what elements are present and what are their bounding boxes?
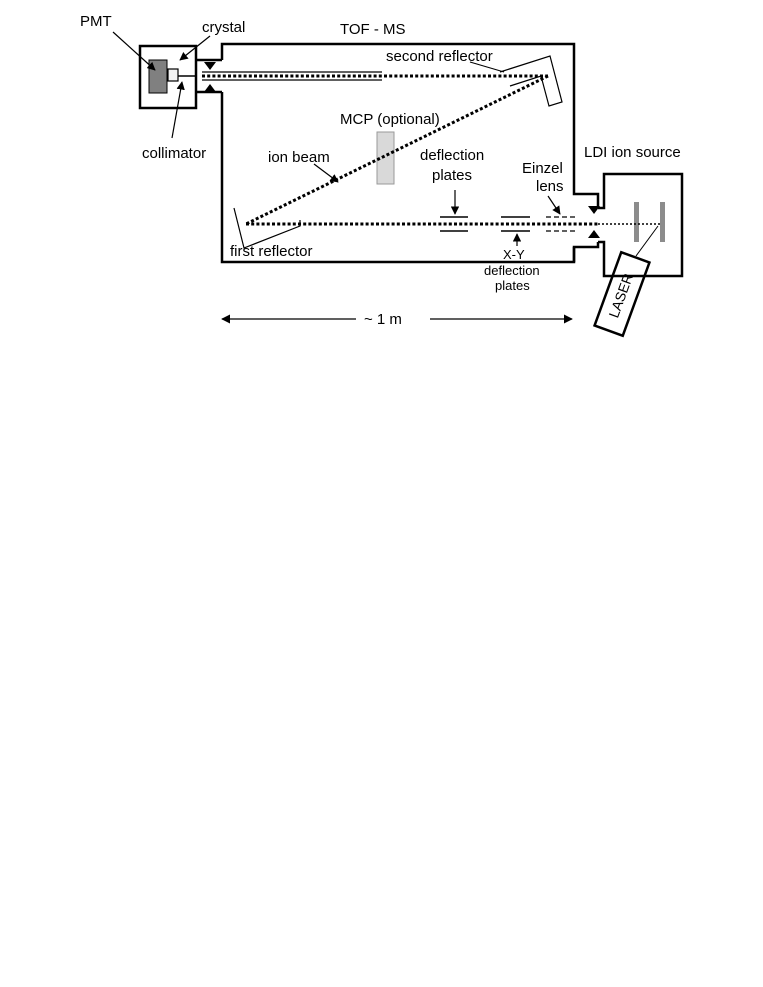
second-reflector-pointer <box>469 61 505 73</box>
target-plate-1 <box>634 202 639 242</box>
mcp-detector <box>376 131 395 185</box>
xy-deflection-plates <box>501 216 530 232</box>
laser-body <box>592 250 652 338</box>
scale-label: ~ 1 m <box>364 311 402 328</box>
target-plate-2 <box>660 202 665 242</box>
first-reflector-label: first reflector <box>230 243 313 260</box>
second-reflector-label: second reflector <box>386 48 493 65</box>
deflection-plates-label-2: plates <box>432 167 472 184</box>
collimator-pointer <box>171 81 185 139</box>
ion-beam-diagonal <box>245 74 549 226</box>
crystal-label: crystal <box>202 19 245 36</box>
pmt-block <box>148 59 168 94</box>
collimator-label: collimator <box>142 145 206 162</box>
xy-label-1: X-Y <box>503 247 525 262</box>
einzel-pointer <box>547 195 561 215</box>
laser-beam <box>635 225 659 257</box>
ion-beam-label: ion beam <box>268 149 330 166</box>
detector-valve <box>204 62 216 92</box>
tof-ms-label: TOF - MS <box>340 21 406 38</box>
einzel-label-2: lens <box>536 178 564 195</box>
einzel-label-1: Einzel <box>522 160 563 177</box>
ion-beam-upper-tube <box>202 71 382 81</box>
einzel-lens <box>546 216 576 232</box>
ldi-source-housing <box>598 172 684 278</box>
deflection-plates-label-1: deflection <box>420 147 484 164</box>
second-reflector <box>499 55 563 107</box>
deflection-plates <box>440 216 468 232</box>
ldi-source-label: LDI ion source <box>584 144 681 161</box>
pmt-label: PMT <box>80 13 112 30</box>
pmt-pointer <box>112 31 156 71</box>
mcp-label: MCP (optional) <box>340 111 440 128</box>
xy-label-3: plates <box>495 278 530 293</box>
ion-beam-pointer <box>313 163 339 183</box>
crystal-pointer <box>179 35 211 61</box>
crystal-block <box>167 68 179 82</box>
xy-label-2: deflection <box>484 263 540 278</box>
source-valve <box>588 206 600 238</box>
detector-housing <box>138 44 198 110</box>
